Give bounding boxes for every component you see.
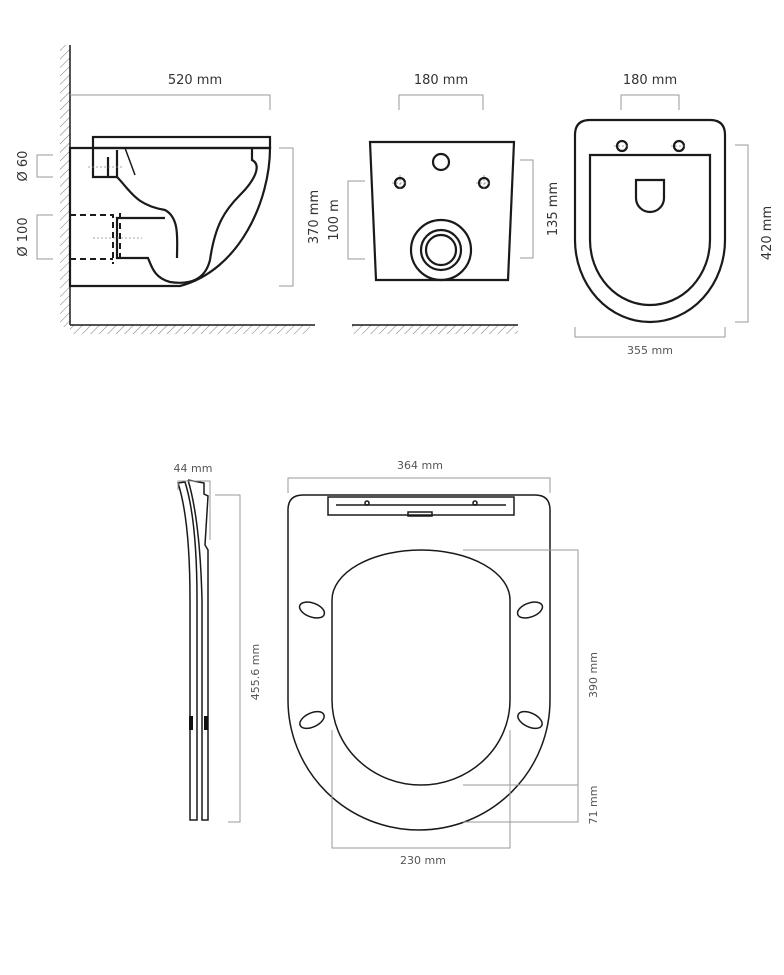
outlet-hole bbox=[409, 218, 473, 282]
label-rear-offset: 71 mm bbox=[587, 786, 600, 825]
seat-outline bbox=[287, 494, 551, 831]
outlet-pipe-dashed bbox=[70, 213, 121, 264]
floor-hatch bbox=[70, 325, 310, 334]
inlet-hole bbox=[431, 152, 451, 172]
top-view-bowl: 180 mm 420 mm 355 mm bbox=[573, 73, 775, 357]
label-inlet-diameter: Ø 60 bbox=[16, 151, 31, 182]
label-width: 520 mm bbox=[168, 73, 222, 88]
wall-hatch bbox=[60, 45, 70, 327]
seat-side-view: 44 mm 455.6 mm bbox=[174, 462, 262, 823]
label-back-width: 180 mm bbox=[414, 73, 468, 88]
label-seat-length: 455.6 mm bbox=[249, 644, 262, 700]
bumper bbox=[516, 601, 544, 619]
dim-370 bbox=[279, 147, 294, 287]
seat-top-view: 364 mm 390 mm 71 mm 230 mm bbox=[287, 459, 600, 867]
back-view-bowl: 180 mm 100 m 135 mm bbox=[327, 73, 561, 334]
bowl-outline bbox=[68, 146, 272, 288]
flush-outlet bbox=[634, 178, 666, 214]
label-seat-width: 364 mm bbox=[397, 459, 443, 472]
bowl-opening bbox=[588, 153, 712, 307]
dim-520 bbox=[70, 94, 271, 110]
bumper bbox=[517, 710, 543, 730]
label-height: 370 mm bbox=[307, 190, 322, 244]
rim bbox=[91, 135, 272, 150]
label-outlet-diameter: Ø 100 bbox=[16, 217, 31, 256]
label-opening-length: 390 mm bbox=[587, 652, 600, 698]
label-inlet-height: 135 mm bbox=[546, 182, 561, 236]
back-outline bbox=[368, 140, 516, 282]
bumper bbox=[298, 601, 326, 619]
label-opening-width: 230 mm bbox=[400, 854, 446, 867]
label-seat-thickness: 44 mm bbox=[174, 462, 213, 475]
seat-opening bbox=[331, 549, 511, 786]
bumper bbox=[299, 710, 325, 730]
side-view-bowl: 520 mm 370 mm Ø 60 Ø 100 bbox=[16, 45, 322, 334]
label-overall-width: 355 mm bbox=[627, 344, 673, 357]
hinge-bar bbox=[327, 496, 515, 516]
label-depth: 420 mm bbox=[760, 206, 775, 260]
label-outlet-height: 100 m bbox=[327, 199, 342, 241]
top-outline bbox=[573, 118, 727, 324]
label-top-width: 180 mm bbox=[623, 73, 677, 88]
